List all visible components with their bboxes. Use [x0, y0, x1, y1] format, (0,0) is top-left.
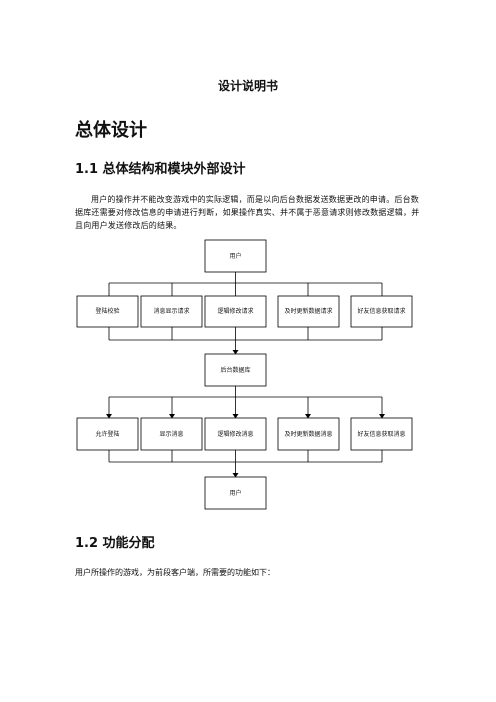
node-response-message: [140, 417, 203, 451]
node-user-top-label: 用户: [229, 252, 241, 260]
node-response-login: [76, 417, 139, 451]
heading-overall-design: 总体设计: [75, 120, 147, 141]
label-response-message: 显示消息: [159, 430, 183, 438]
label-user-bottom: 用户: [229, 489, 241, 497]
node-request-friends: [350, 295, 413, 328]
node-request-update: [277, 295, 340, 328]
label-response-friends: 好友信息获取消息: [357, 430, 405, 438]
label-response-logic: 逻辑修改消息: [217, 430, 253, 438]
paragraph-section-1-1: 用户的操作并不能改变游戏中的实际逻辑，而是以向后台数据发送数据更改的申请。后台数…: [75, 195, 420, 230]
label-backend-database: 后台数据库: [220, 366, 250, 374]
node-response-friends: [350, 417, 413, 451]
node-response-update: [277, 417, 340, 451]
node-request-message: [140, 295, 203, 328]
paragraph-section-1-2: 用户所操作的游戏，为前段客户端，所需要的功能如下：: [75, 568, 275, 577]
heading-section-1-2: 1.2 功能分配: [75, 536, 155, 551]
label-request-message: 消息显示请求: [153, 307, 189, 315]
label-response-login: 允许登陆: [95, 430, 119, 438]
node-user-bottom: [204, 476, 267, 510]
document-title: 设计说明书: [217, 79, 278, 93]
label-request-logic: 逻辑修改请求: [217, 307, 253, 315]
label-request-friends: 好友信息获取请求: [357, 307, 405, 315]
node-request-login: [76, 295, 139, 328]
node-response-logic: [204, 417, 267, 451]
label-request-update: 及时更新数据请求: [284, 307, 332, 315]
label-request-login: 登陆校验: [95, 307, 119, 315]
heading-section-1-1: 1.1 总体结构和模块外部设计: [75, 162, 246, 177]
node-backend-database: [204, 353, 267, 387]
label-response-update: 及时更新数据消息: [284, 430, 332, 438]
